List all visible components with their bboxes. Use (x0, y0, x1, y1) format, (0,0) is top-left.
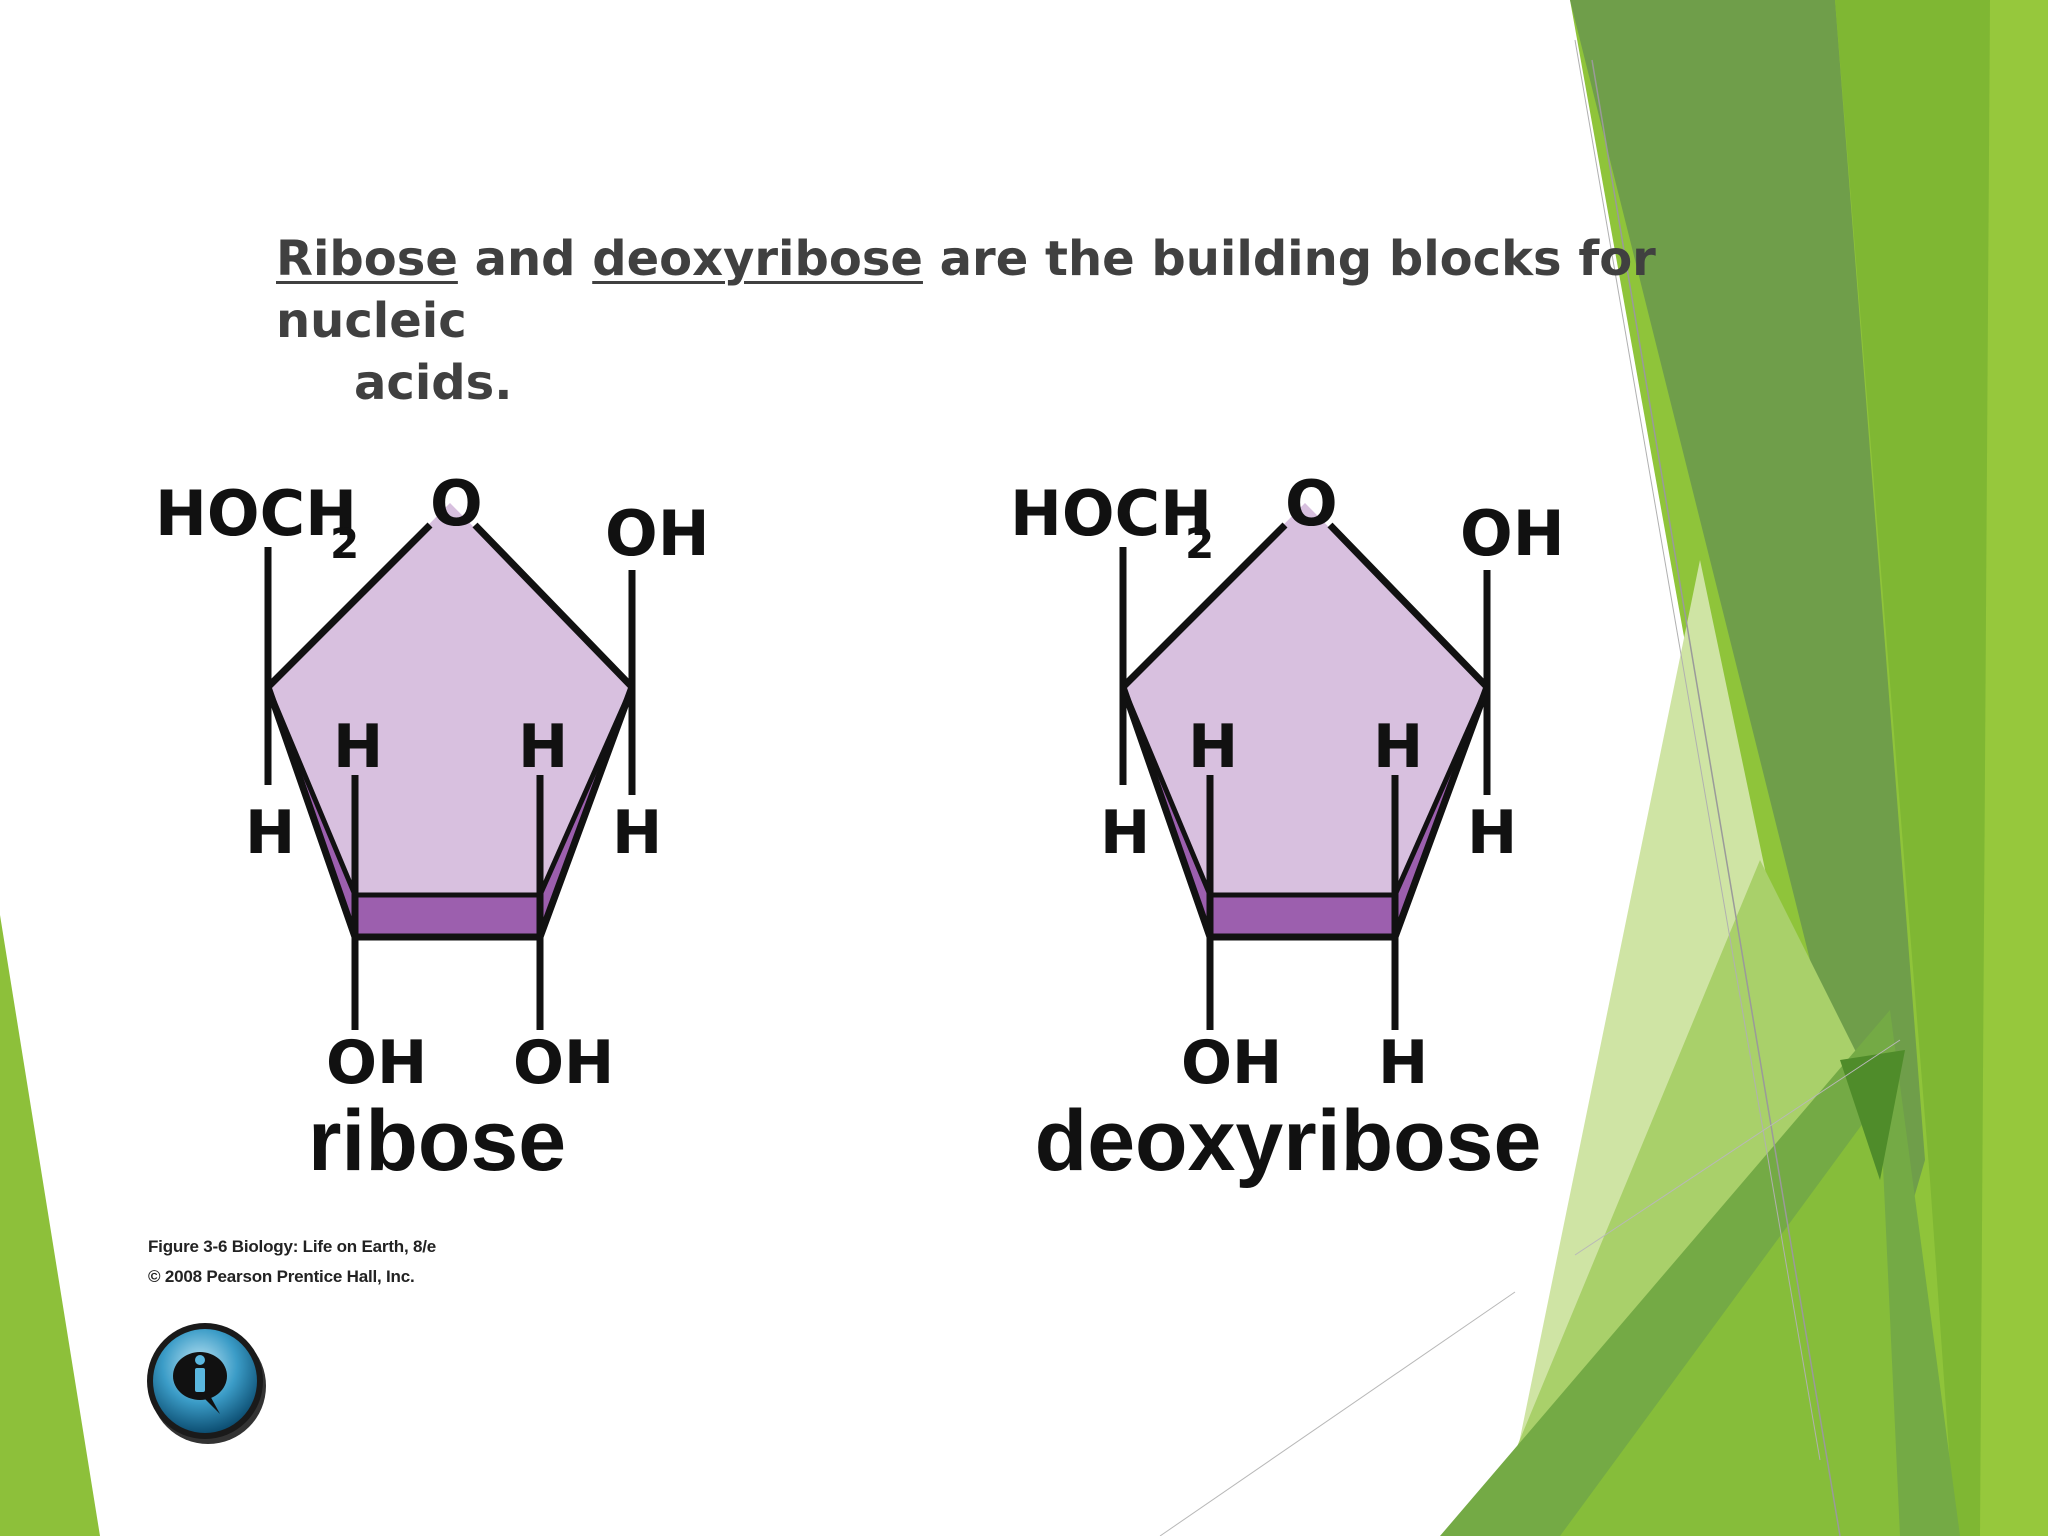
molecule-name: deoxyribose (1035, 1093, 1542, 1189)
deco-line-4 (1159, 1291, 1516, 1536)
hoch-label: HOCH (1010, 477, 1212, 550)
outer-right-h: H (612, 798, 662, 868)
inner-left-h: H (333, 712, 383, 782)
left-green-accent (0, 915, 100, 1536)
right-green-shadow (1840, 1050, 1905, 1180)
ring-front-face (355, 895, 540, 937)
top-right-label: OH (1460, 497, 1565, 570)
bottom-right-label: OH (513, 1028, 614, 1098)
ring-bonds (1120, 522, 1288, 690)
bottom-left-label: OH (1181, 1028, 1282, 1098)
outer-left-h: H (1100, 798, 1150, 868)
slide-title: Ribose and deoxyribose are the building … (276, 228, 1696, 414)
ring-bonds (265, 522, 433, 690)
deco-line-2 (1574, 39, 1821, 1461)
ring-oxygen: O (1285, 467, 1338, 540)
ribose-structure: HOCH 2 O OH H H H H OH OH ribose (140, 455, 740, 1215)
inner-left-h: H (1188, 712, 1238, 782)
inner-right-h: H (1373, 712, 1423, 782)
deoxyribose-structure: HOCH 2 O OH H H H H OH H deoxyribose (995, 455, 1595, 1215)
ring-oxygen: O (430, 467, 483, 540)
right-green-bright (1980, 0, 2048, 1536)
title-line2: acids. (354, 355, 513, 411)
info-icon (147, 1323, 266, 1444)
outer-left-h: H (245, 798, 295, 868)
right-green-front2 (1560, 1100, 1900, 1536)
right-green-dark (1570, 0, 1925, 1280)
inner-right-h: H (518, 712, 568, 782)
title-and: and (457, 231, 593, 287)
outer-right-h: H (1467, 798, 1517, 868)
bottom-right-label: H (1378, 1028, 1428, 1098)
credit-line2: © 2008 Pearson Prentice Hall, Inc. (148, 1267, 415, 1286)
hoch-subscript: 2 (330, 519, 359, 568)
bottom-left-label: OH (326, 1028, 427, 1098)
molecule-name: ribose (308, 1093, 566, 1189)
title-rest: are the building blocks for nucleic (276, 231, 1656, 349)
deco-line-3 (1574, 1039, 1901, 1256)
hoch-label: HOCH (155, 477, 357, 550)
title-ribose: Ribose (276, 231, 458, 287)
info-button[interactable] (142, 1318, 272, 1448)
deco-line-1 (1591, 59, 1841, 1536)
ring-front-face (1210, 895, 1395, 937)
hoch-subscript: 2 (1185, 519, 1214, 568)
credit-line1: Figure 3-6 Biology: Life on Earth, 8/e (148, 1237, 437, 1256)
figure-credit: Figure 3-6 Biology: Life on Earth, 8/e ©… (148, 1232, 436, 1292)
top-right-label: OH (605, 497, 710, 570)
title-deoxyribose: deoxyribose (592, 231, 923, 287)
